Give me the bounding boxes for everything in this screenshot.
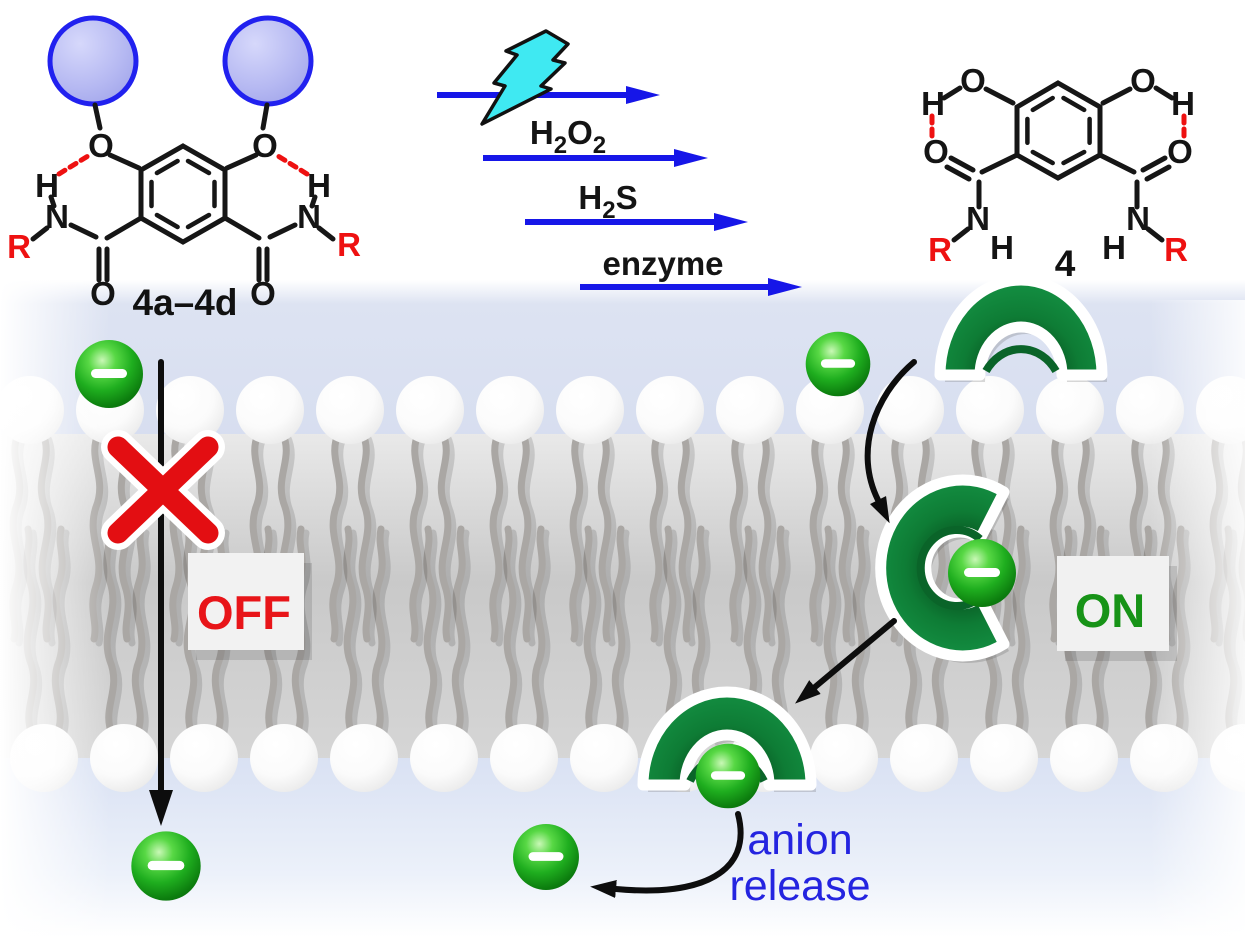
atom-h: H [1171,85,1195,122]
transporter-releasing [637,686,817,792]
anion-bound [948,539,1016,607]
reactant-structure: O O H H N N R R O O 4a–4d [7,15,361,323]
anion-approaching [805,331,871,397]
atom-o: O [923,133,949,170]
atom-h: H [1102,229,1126,266]
red-cross-icon [101,430,225,550]
release-label-line1: anion [747,816,852,864]
product-structure: O O H H O O N N H H R R 4 [921,62,1195,284]
atom-r: R [1164,231,1188,268]
hydrogen-bond [56,153,310,177]
h2s-label: H2S [578,179,637,224]
stimuli-arrows: H2O2 H2S enzyme [437,29,802,296]
atom-n: N [966,200,990,237]
lightning-bolt-icon [480,29,570,126]
enzyme-label: enzyme [602,245,723,282]
atom-o: O [252,127,278,164]
atom-h: H [35,167,59,204]
anion-blocked [75,340,143,408]
protecting-group-left [47,15,139,107]
hydrogen-bond [929,113,1187,142]
anion-target [131,831,201,901]
off-badge: OFF [188,553,312,660]
atom-r: R [7,228,31,265]
on-badge: ON [1057,556,1177,661]
transporter-free [934,274,1108,382]
atom-o: O [1130,62,1156,99]
release-label-line2: release [729,862,870,910]
product-label: 4 [1055,243,1076,284]
release-label: anion release [729,816,870,910]
anion-release-arrow [590,811,744,898]
protecting-group-right [222,15,314,107]
anion-uptake-arrow [864,359,917,524]
atom-h: H [921,85,945,122]
atom-h: H [990,229,1014,266]
transporter-flip-arrow [795,618,897,704]
h2o2-label: H2O2 [530,114,606,159]
atom-o: O [1167,133,1193,170]
transporter-loaded [875,474,1010,664]
atom-r: R [928,231,952,268]
atom-o: O [90,275,116,312]
blocked-pathway: OFF [101,359,312,826]
anion-released [513,824,579,890]
anion-releasing [695,743,761,809]
reactant-label: 4a–4d [133,282,238,323]
atom-n: N [45,198,69,235]
atom-o: O [250,275,276,312]
on-label: ON [1075,584,1146,637]
atom-h: H [307,167,331,204]
atom-n: N [1126,200,1150,237]
atom-r: R [337,226,361,263]
atom-n: N [297,198,321,235]
atom-o: O [960,62,986,99]
atom-o: O [88,127,114,164]
off-label: OFF [197,586,291,639]
